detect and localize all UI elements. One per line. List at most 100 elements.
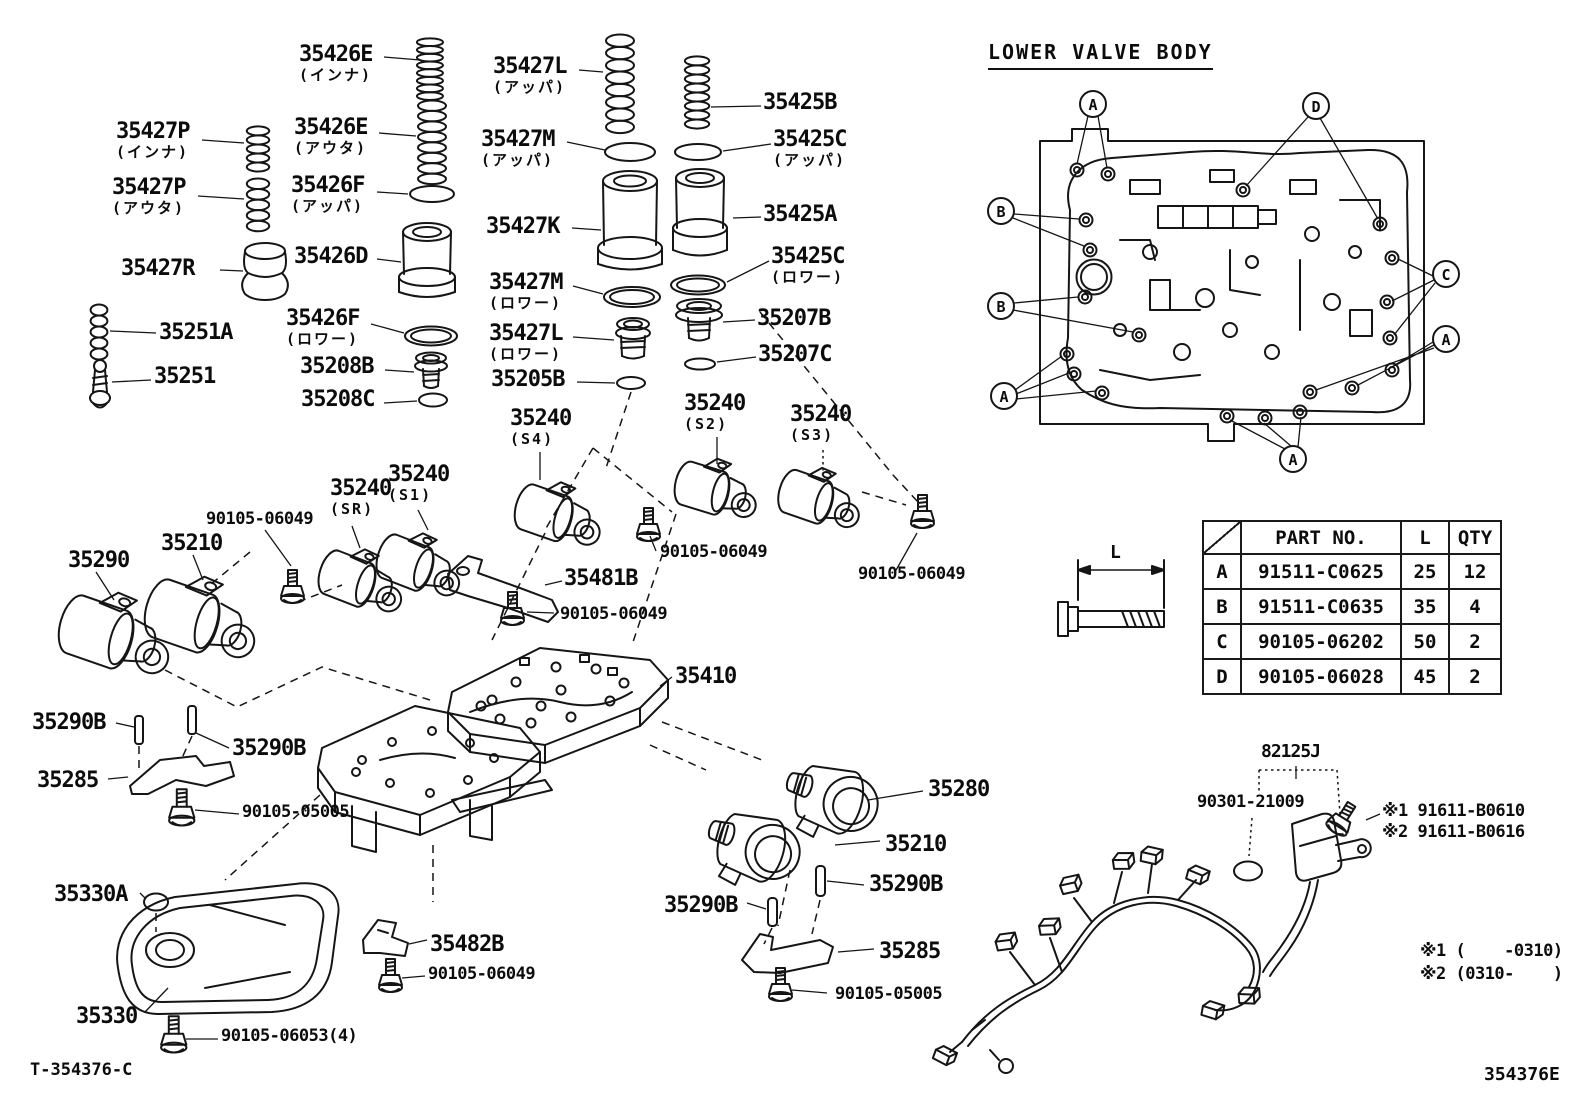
callout-letter: A <box>999 388 1008 406</box>
part-label: 35285 <box>37 768 99 793</box>
part-label: 35427M(アッパ) <box>481 127 555 170</box>
part-label: 35427L(ロワー) <box>489 321 563 364</box>
table-row: D 90105-06028 45 2 <box>1202 658 1502 695</box>
part-label: 35290B <box>32 710 106 735</box>
dimension-label: L <box>1110 542 1121 563</box>
spring-35427p-outer-icon <box>245 177 271 233</box>
part-label: 35410 <box>675 664 737 689</box>
alt-part-note-1: ※1 91611-B0610 <box>1382 801 1525 821</box>
spring-35425b-icon <box>683 55 711 130</box>
row-l: 50 <box>1400 623 1450 660</box>
solenoid-35290 <box>50 578 184 685</box>
row-id: B <box>1202 588 1242 625</box>
bolt-90105-06049-center <box>636 507 661 542</box>
part-label: 35425C(ロワー) <box>771 244 845 287</box>
part-label: 35205B <box>491 367 565 392</box>
pin-35290b-3 <box>768 898 777 926</box>
row-id: A <box>1202 553 1242 590</box>
spring-35426e-inner-icon <box>415 37 444 101</box>
row-part: 91511-C0635 <box>1240 588 1402 625</box>
leader-lines <box>96 57 1380 1039</box>
bolt-90105-06049-right <box>910 494 935 529</box>
part-label: 35427P(インナ) <box>116 119 190 162</box>
bracket-35482b <box>363 920 408 956</box>
valve-body-bolt-heads <box>1061 164 1399 425</box>
oring-35427m-lower <box>604 287 660 307</box>
part-label: 35208B <box>300 354 374 379</box>
spring-35427p-inner-icon <box>245 125 271 173</box>
pin-35290b-1 <box>135 716 143 744</box>
valve-body-35410 <box>318 648 668 852</box>
part-label: 90105-06049 <box>428 964 536 984</box>
oring-35425c-lower <box>671 276 725 295</box>
oring-35330a <box>144 894 168 911</box>
alt-part-note-2: ※2 91611-B0616 <box>1382 822 1525 842</box>
part-label: 35210 <box>885 832 947 857</box>
part-label: 35427M(ロワー) <box>489 270 563 313</box>
table-header-part: PART NO. <box>1240 520 1402 555</box>
row-id: D <box>1202 658 1242 695</box>
spring-35427l-upper-icon <box>604 33 636 135</box>
callout-letter: A <box>1088 96 1097 114</box>
part-label: 35207B <box>757 306 831 331</box>
date-range-note-1: ※1 ( -0310) <box>1420 941 1563 961</box>
solenoid-35240-sr <box>312 537 414 621</box>
part-label: 35240(S2) <box>684 391 746 434</box>
part-label: 35426D <box>294 244 368 269</box>
oring-35208c <box>419 394 447 407</box>
bolt-90105-06049-bottom <box>378 958 403 993</box>
part-label: 35427P(アウタ) <box>112 175 186 218</box>
bracket-35481b <box>448 556 558 622</box>
part-label: 35427L(アッパ) <box>493 54 567 97</box>
row-id: C <box>1202 623 1242 660</box>
part-label: 90105-06049 <box>206 509 314 529</box>
pin-35290b-4 <box>816 866 825 896</box>
plug-35207b <box>676 299 722 341</box>
table-header-l: L <box>1400 520 1450 555</box>
part-label: 35425B <box>763 90 837 115</box>
solenoid-35280 <box>773 753 887 853</box>
oring-35425c-upper <box>675 144 721 160</box>
solenoid-35240-s4 <box>508 471 612 554</box>
part-label: 90105-06049 <box>858 564 966 584</box>
drawing-number-left: T-354376-C <box>30 1060 133 1080</box>
row-l: 35 <box>1400 588 1450 625</box>
callout-letter: D <box>1311 98 1320 116</box>
row-l: 25 <box>1400 553 1450 590</box>
part-label: 35208C <box>301 387 375 412</box>
part-label: 90105-06049 <box>660 542 768 562</box>
part-label: 35330 <box>76 1004 138 1029</box>
oil-strainer-35330 <box>117 883 339 1014</box>
part-label: 35425A <box>763 202 837 227</box>
part-label: 90105-05005 <box>835 984 943 1004</box>
part-label: 35251 <box>154 364 216 389</box>
part-label: 90105-05005 <box>242 802 350 822</box>
plug-35427l-lower <box>616 318 650 359</box>
spring-35251a-icon <box>89 303 109 361</box>
sleeve-35425a <box>673 169 727 256</box>
solenoid-35240-s3 <box>772 457 870 536</box>
spring-35426e-outer-icon <box>417 99 447 186</box>
part-label: 35251A <box>159 320 233 345</box>
callout-letter: B <box>996 298 1005 316</box>
assembly-dashed-lines <box>139 312 1340 944</box>
part-label: 35240(S1) <box>388 462 450 505</box>
plug-35208b <box>415 353 447 389</box>
bolt-size-table: PART NO. L QTY A 91511-C0625 25 12 B 915… <box>1202 520 1502 695</box>
callout-circles: A D B B C A A A <box>988 91 1459 472</box>
bracket-35285-left <box>130 756 234 794</box>
table-row: A 91511-C0625 25 12 <box>1202 553 1502 590</box>
row-qty: 4 <box>1448 588 1502 625</box>
part-label: 35481B <box>564 566 638 591</box>
bracket-35285-right <box>742 934 833 973</box>
oring-35426f-upper <box>410 186 454 202</box>
row-qty: 2 <box>1448 658 1502 695</box>
part-label: 35280 <box>928 777 990 802</box>
bolt-90105-06053 <box>160 1015 188 1054</box>
sleeve-35427k <box>598 171 662 270</box>
bolt-length-reference-drawing <box>1058 560 1164 636</box>
part-label: 35426E(インナ) <box>299 42 373 85</box>
part-label: 35290B <box>232 736 306 761</box>
